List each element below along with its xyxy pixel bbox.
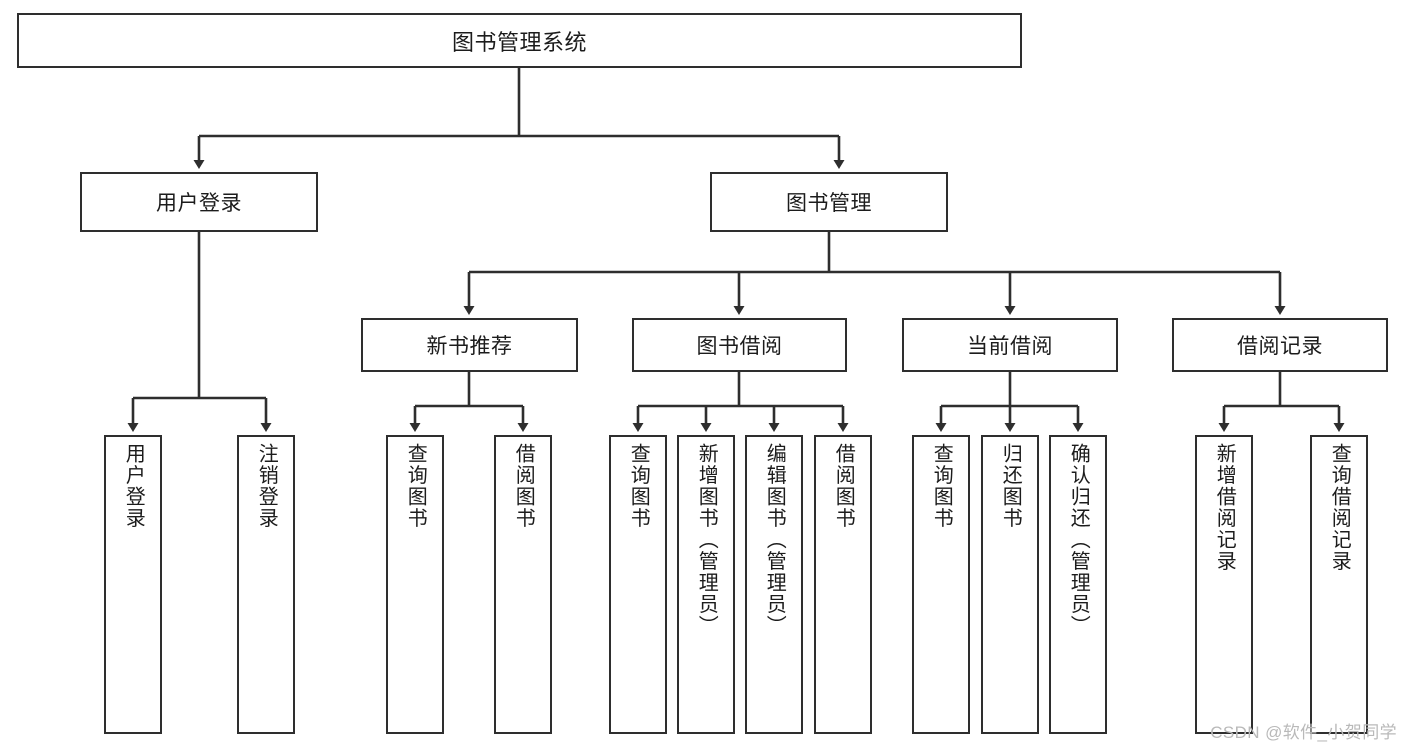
node-leaf-add-book[interactable]: 新增图书（管理员） <box>677 435 735 734</box>
node-book-manage-label: 图书管理 <box>786 192 872 215</box>
node-leaf-user-login[interactable]: 用户登录 <box>104 435 162 734</box>
node-current-borrow[interactable]: 当前借阅 <box>902 318 1118 372</box>
node-user-login-label: 用户登录 <box>156 192 242 215</box>
node-root-system[interactable]: 图书管理系统 <box>17 13 1022 68</box>
node-leaf-user-login-label: 用户登录 <box>122 443 145 529</box>
node-leaf-borrow-book-2-label: 借阅图书 <box>832 443 855 529</box>
node-leaf-borrow-book-1[interactable]: 借阅图书 <box>494 435 552 734</box>
watermark-credit: CSDN @软件_小贺同学 <box>1210 723 1397 742</box>
node-leaf-query-book-1-label: 查询图书 <box>404 443 427 529</box>
node-leaf-edit-book[interactable]: 编辑图书（管理员） <box>745 435 803 734</box>
node-borrow-record[interactable]: 借阅记录 <box>1172 318 1388 372</box>
node-leaf-query-record-label: 查询借阅记录 <box>1328 443 1351 572</box>
node-user-login[interactable]: 用户登录 <box>80 172 318 232</box>
node-leaf-query-book-3[interactable]: 查询图书 <box>912 435 970 734</box>
node-book-borrow-label: 图书借阅 <box>696 335 783 358</box>
node-leaf-confirm-return[interactable]: 确认归还（管理员） <box>1049 435 1107 734</box>
node-leaf-logout-login[interactable]: 注销登录 <box>237 435 295 734</box>
node-leaf-return-book-label: 归还图书 <box>999 443 1022 529</box>
node-book-manage[interactable]: 图书管理 <box>710 172 948 232</box>
node-leaf-confirm-return-label: 确认归还（管理员） <box>1067 443 1090 637</box>
node-leaf-borrow-book-1-label: 借阅图书 <box>512 443 535 529</box>
node-current-borrow-label: 当前借阅 <box>967 335 1053 358</box>
node-leaf-logout-login-label: 注销登录 <box>255 443 278 529</box>
node-leaf-return-book[interactable]: 归还图书 <box>981 435 1039 734</box>
node-leaf-borrow-book-2[interactable]: 借阅图书 <box>814 435 872 734</box>
node-leaf-query-book-2-label: 查询图书 <box>627 443 650 529</box>
node-leaf-add-record-label: 新增借阅记录 <box>1213 443 1236 572</box>
node-leaf-query-book-2[interactable]: 查询图书 <box>609 435 667 734</box>
node-leaf-query-book-3-label: 查询图书 <box>930 443 953 529</box>
node-root-label: 图书管理系统 <box>451 29 587 55</box>
node-leaf-add-record[interactable]: 新增借阅记录 <box>1195 435 1253 734</box>
node-leaf-add-book-label: 新增图书（管理员） <box>695 443 718 637</box>
node-new-book-recommend[interactable]: 新书推荐 <box>361 318 578 372</box>
node-borrow-record-label: 借阅记录 <box>1237 335 1323 358</box>
node-book-borrow[interactable]: 图书借阅 <box>632 318 847 372</box>
node-leaf-edit-book-label: 编辑图书（管理员） <box>763 443 786 637</box>
node-new-book-recommend-label: 新书推荐 <box>426 335 513 358</box>
node-leaf-query-book-1[interactable]: 查询图书 <box>386 435 444 734</box>
node-leaf-query-record[interactable]: 查询借阅记录 <box>1310 435 1368 734</box>
